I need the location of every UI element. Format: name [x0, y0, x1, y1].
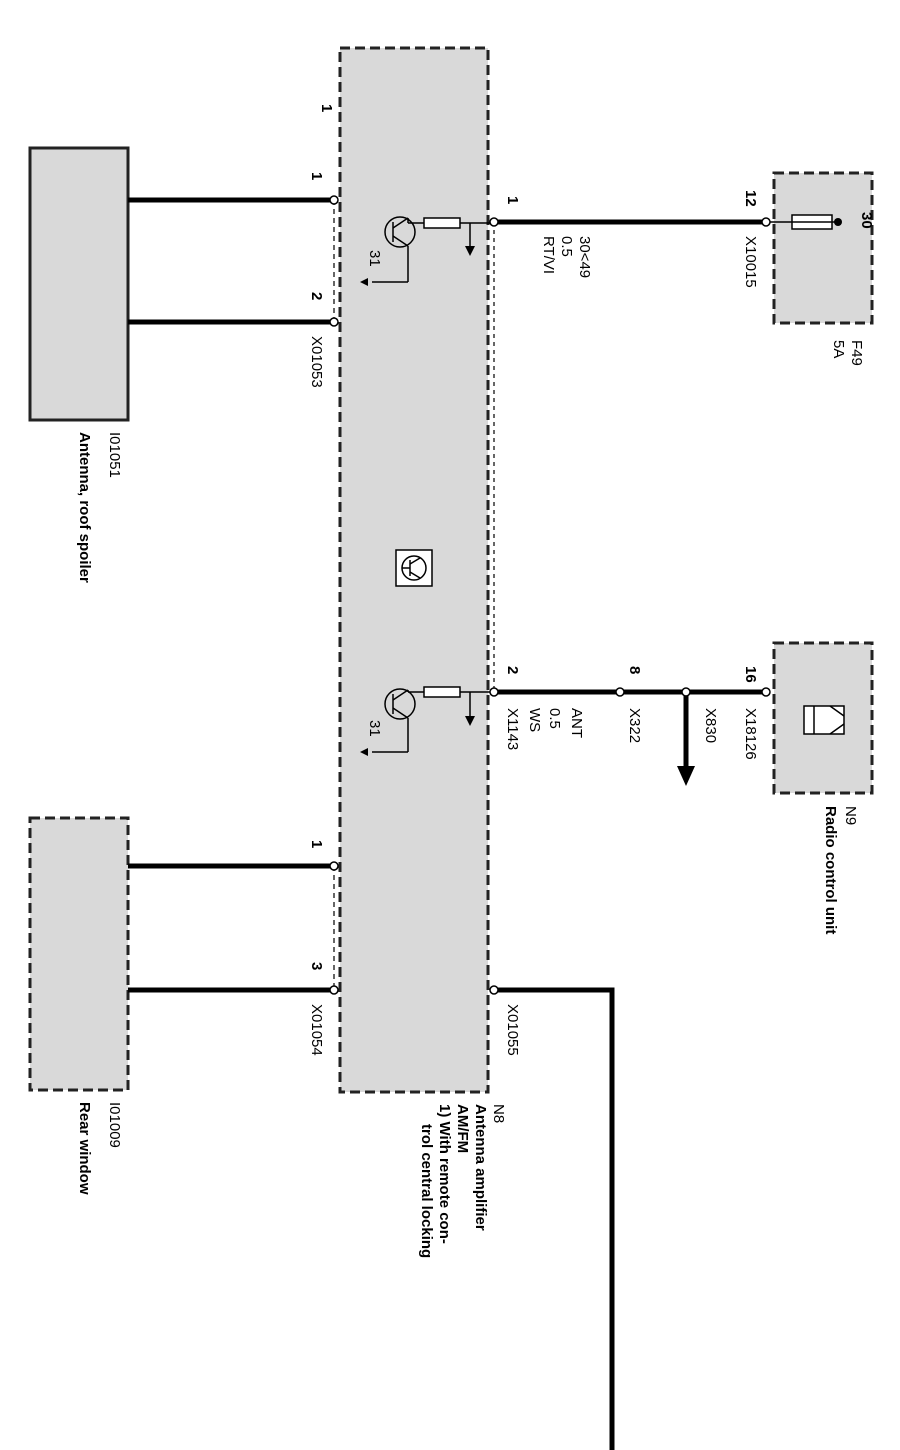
amplifier-marker: 1 — [318, 104, 335, 112]
antenna-roof-label: Antenna, roof spoiler — [76, 432, 93, 583]
fuse-id: F49 — [848, 340, 865, 366]
pin-x830-branch — [681, 687, 691, 697]
rear-window-component — [28, 816, 130, 1092]
wire-supply-color: RT/VI — [540, 236, 557, 274]
pin-x322 — [615, 687, 625, 697]
radio-id: N9 — [842, 806, 859, 825]
branch-arrow-icon — [677, 766, 695, 786]
radio-label: Radio control unit — [822, 806, 839, 934]
ground-31-label-1: 31 — [366, 250, 383, 267]
fuse-pin: 12 — [742, 190, 759, 207]
pin-label-out-2: 2 — [504, 666, 521, 674]
transistor-stage-1 — [360, 216, 494, 286]
rear-window-id: I01009 — [106, 1102, 123, 1148]
fuse-f49 — [770, 171, 874, 325]
connector-x01055: X01055 — [504, 1004, 521, 1056]
amplifier-name-2: AM/FM — [454, 1104, 471, 1153]
amplifier-note-2: trol central locking — [418, 1124, 435, 1258]
connector-x01053: X01053 — [308, 336, 325, 388]
wire-supply-signal: 30<49 — [576, 236, 593, 278]
connector-x01054: X01054 — [308, 1004, 325, 1056]
wire-ground — [498, 987, 615, 1450]
pin-label-rear-1: 1 — [308, 840, 325, 848]
pin-out-1 — [489, 217, 499, 227]
wire-antenna-color: WS — [526, 708, 543, 732]
connector-x18126: X18126 — [742, 708, 759, 760]
antenna-roof-id: I01051 — [106, 432, 123, 478]
pin-roof-1 — [329, 195, 339, 205]
radio-control-unit — [772, 641, 874, 795]
pin-radio-16 — [761, 687, 771, 697]
pin-label-roof-1: 1 — [308, 172, 325, 180]
pin-rear-3 — [329, 985, 339, 995]
wire-antenna-size: 0.5 — [546, 708, 563, 729]
pin-ground — [489, 985, 499, 995]
amplifier-symbol-icon — [395, 549, 433, 587]
pin-roof-2 — [329, 317, 339, 327]
pin-label-rear-3: 3 — [308, 962, 325, 970]
connector-x830: X830 — [702, 708, 719, 743]
pin-label-x322: 8 — [626, 666, 643, 674]
amplifier-name-1: Antenna amplifier — [472, 1104, 489, 1231]
ground-31-label-2: 31 — [366, 720, 383, 737]
connector-x322: X322 — [626, 708, 643, 743]
fuse-rating: 5A — [830, 340, 847, 358]
pin-out-2 — [489, 687, 499, 697]
fuse-terminal: 30 — [858, 212, 875, 229]
wire-antenna-signal: ANT — [568, 708, 585, 738]
amplifier-note-1: 1) With remote con- — [436, 1104, 453, 1244]
pin-label-roof-2: 2 — [308, 292, 325, 300]
radio-icon — [803, 705, 845, 735]
pin-label-radio: 16 — [742, 666, 759, 683]
rear-window-label: Rear window — [76, 1102, 93, 1195]
pin-fuse-12 — [761, 217, 771, 227]
amplifier-id: N8 — [490, 1104, 507, 1123]
connector-x10015: X10015 — [742, 236, 759, 288]
transistor-stage-2 — [360, 686, 494, 756]
wire-supply-size: 0.5 — [558, 236, 575, 257]
pin-label-out-1: 1 — [504, 196, 521, 204]
antenna-roof-spoiler — [28, 146, 130, 422]
connector-x1143: X1143 — [504, 708, 521, 750]
pin-rear-1 — [329, 861, 339, 871]
